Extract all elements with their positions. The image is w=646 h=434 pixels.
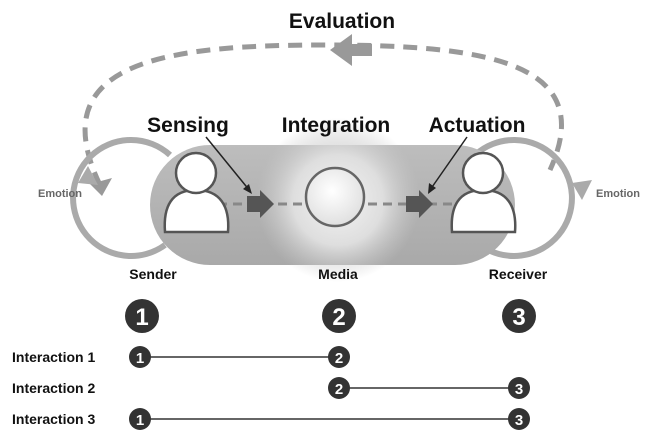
emotion-cycle-left-arrow-icon xyxy=(78,166,98,185)
emotion-cycle-right xyxy=(472,136,575,259)
receiver-person-icon xyxy=(450,151,517,234)
node-media-label: Media xyxy=(318,266,358,282)
stage-sensing: Sensing xyxy=(147,114,229,137)
svg-text:3: 3 xyxy=(515,381,523,398)
flow-arrow-left-icon xyxy=(247,190,274,218)
actuation-pointer xyxy=(429,136,468,191)
node-receiver-label: Receiver xyxy=(489,266,548,282)
svg-text:1: 1 xyxy=(136,412,144,429)
evaluation-title: Evaluation xyxy=(289,10,395,33)
big-badge-1: 1 xyxy=(125,299,159,333)
interaction-row-1: Interaction 1 1 2 xyxy=(12,346,350,368)
node-sender-label: Sender xyxy=(129,266,177,282)
stage-actuation: Actuation xyxy=(429,114,526,137)
svg-text:2: 2 xyxy=(335,350,343,367)
evaluation-loop xyxy=(82,42,564,187)
sender-person-icon xyxy=(163,151,230,234)
flow-arrow-right-icon xyxy=(406,190,433,218)
stage-integration: Integration xyxy=(282,114,391,137)
emotion-label-right: Emotion xyxy=(596,188,640,200)
svg-text:2: 2 xyxy=(332,304,345,331)
sensing-pointer xyxy=(205,136,251,192)
interaction-row-2: Interaction 2 2 3 xyxy=(12,377,530,399)
big-badge-2: 2 xyxy=(322,299,356,333)
svg-text:3: 3 xyxy=(512,304,525,331)
evaluation-arrow-icon xyxy=(330,34,372,66)
big-badge-3: 3 xyxy=(502,299,536,333)
emotion-cycle-right-arrow-icon xyxy=(572,180,592,200)
svg-text:2: 2 xyxy=(335,381,343,398)
emotion-cycle-left xyxy=(70,136,173,259)
svg-text:3: 3 xyxy=(515,412,523,429)
interaction-label: Interaction 3 xyxy=(12,411,95,427)
svg-text:1: 1 xyxy=(135,304,148,331)
media-ball xyxy=(304,166,366,228)
sensing-pointer-tip-icon xyxy=(243,184,252,194)
interaction-label: Interaction 1 xyxy=(12,349,95,365)
actuation-pointer-tip-icon xyxy=(428,183,436,194)
svg-text:1: 1 xyxy=(136,350,144,367)
interaction-row-3: Interaction 3 1 3 xyxy=(12,408,530,430)
interaction-label: Interaction 2 xyxy=(12,380,95,396)
emotion-label-left: Emotion xyxy=(38,188,82,200)
